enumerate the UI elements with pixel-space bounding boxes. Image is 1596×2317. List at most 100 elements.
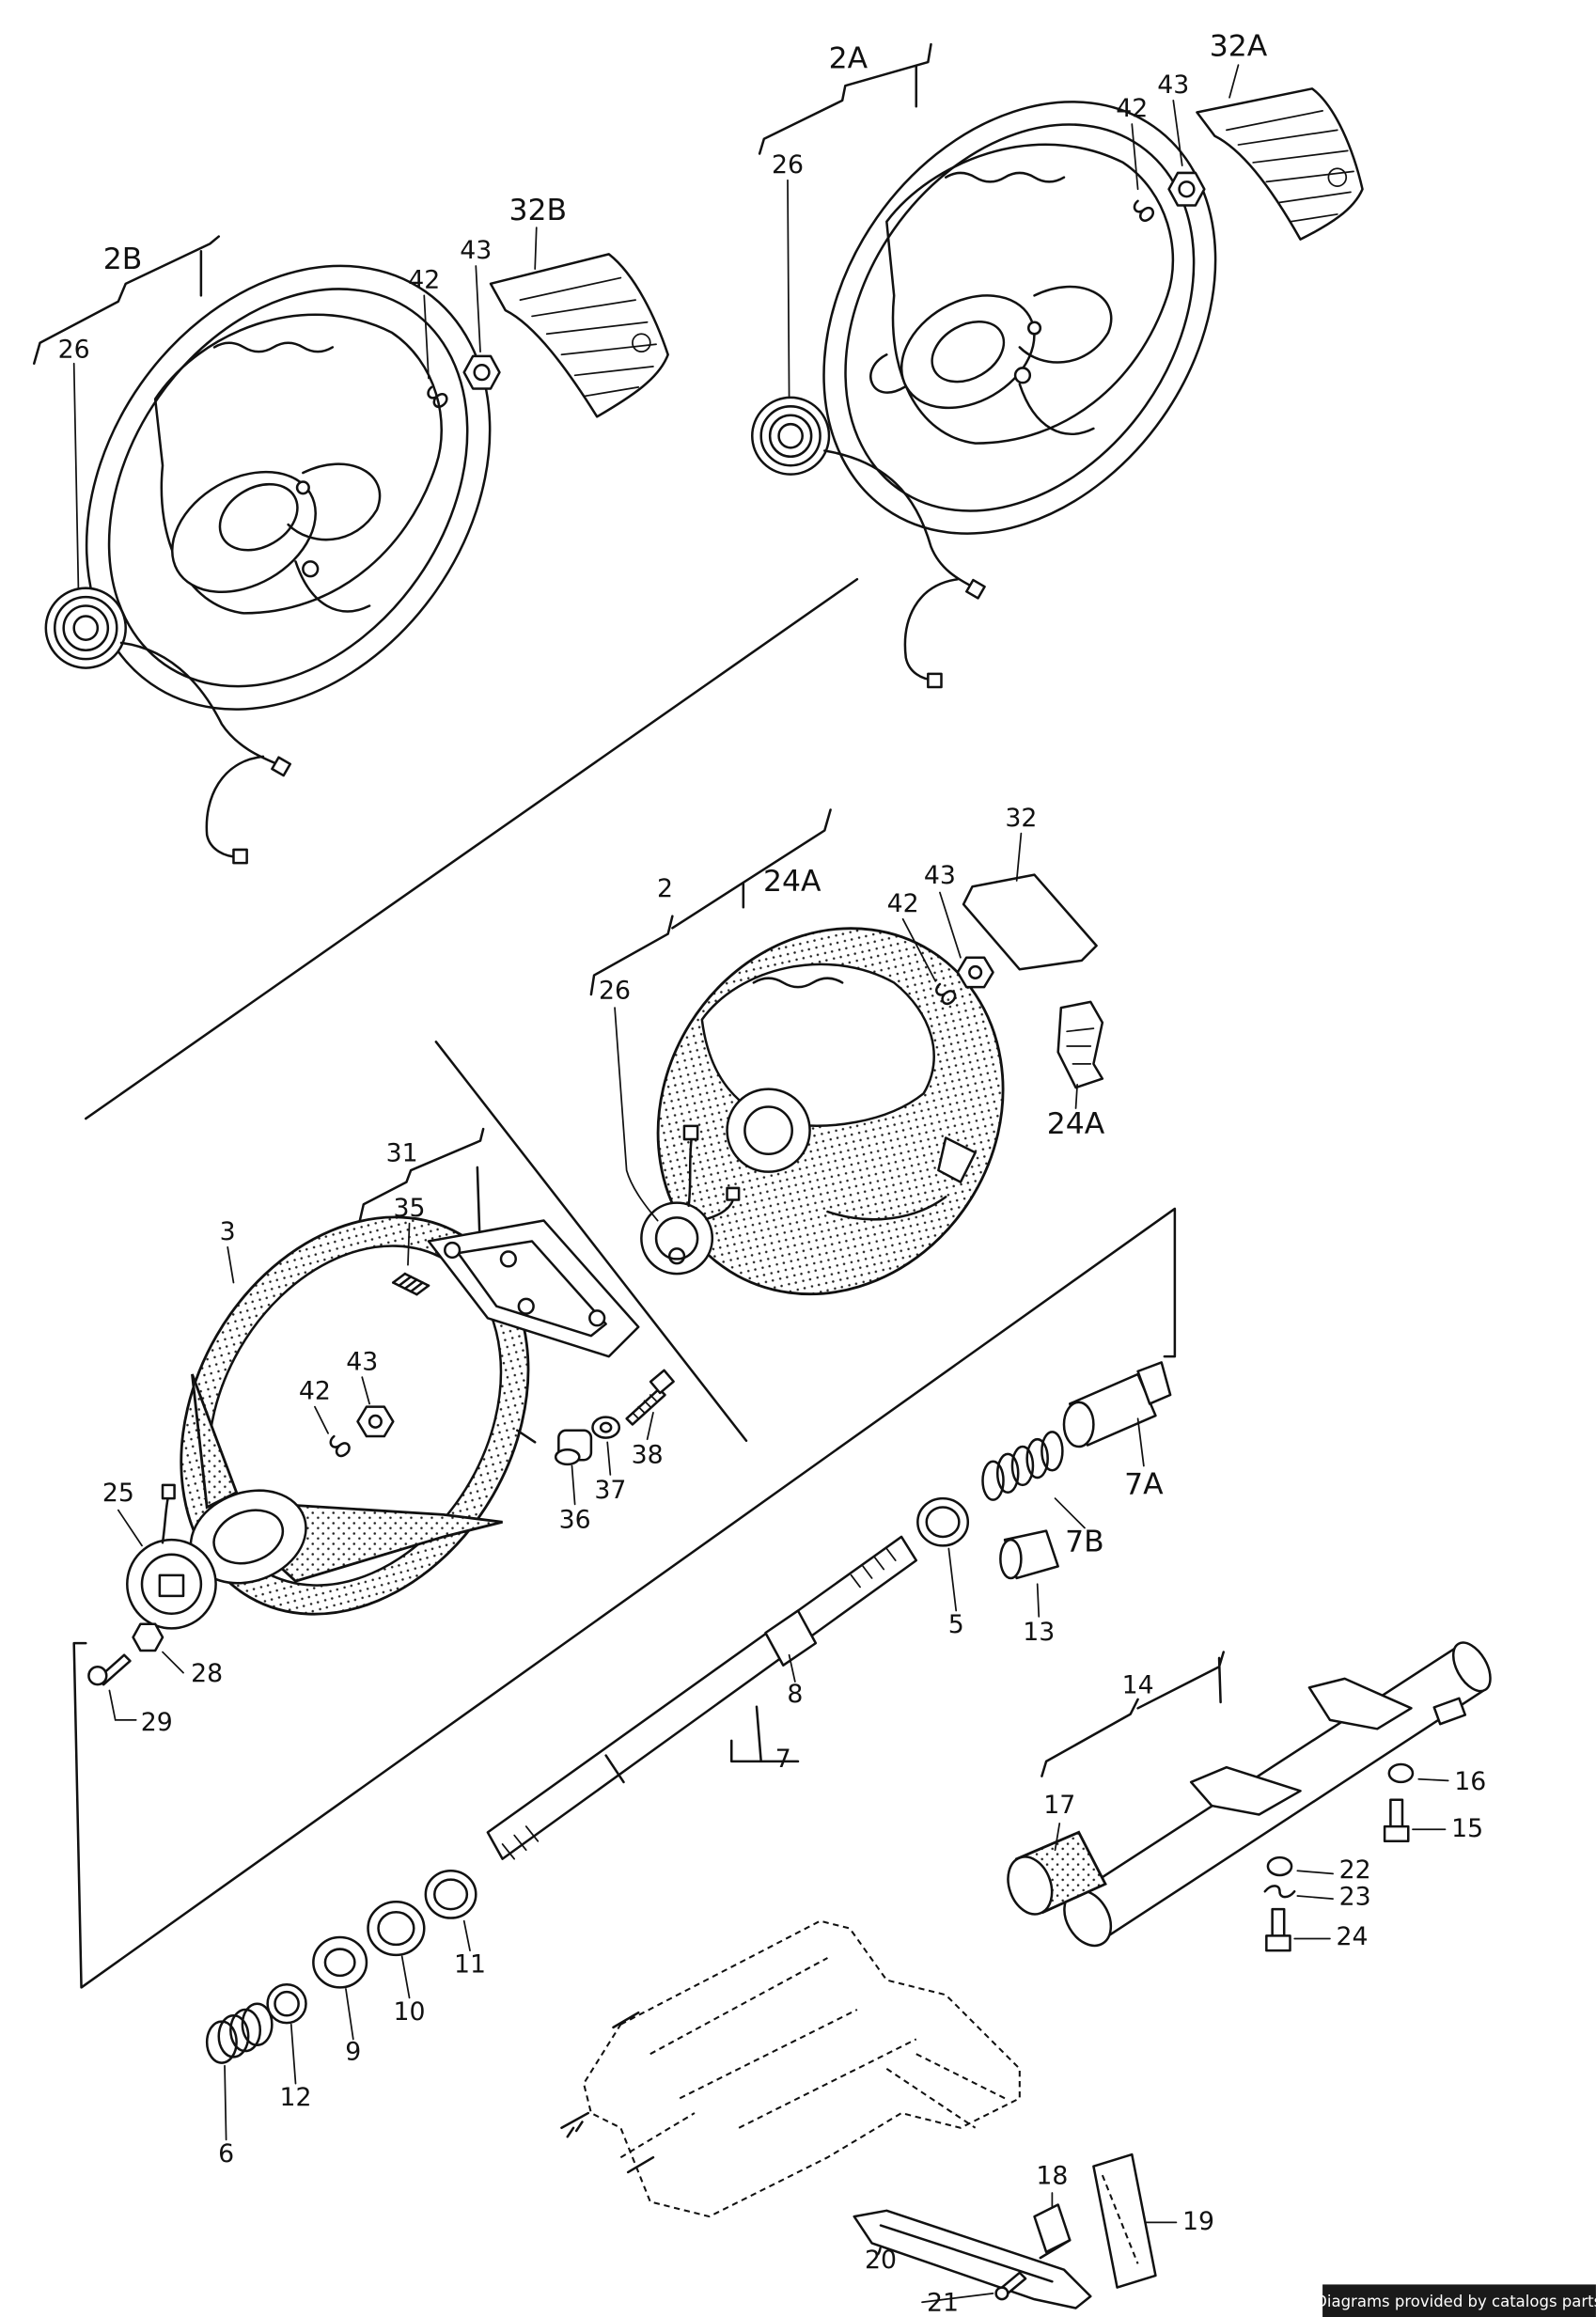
callout-26: 26 — [58, 335, 90, 364]
screw-21 — [994, 2271, 1027, 2301]
callout-12: 12 — [279, 2083, 311, 2112]
nut-43-top-left — [462, 354, 501, 390]
horn-pad-32 — [962, 873, 1098, 971]
callout-25: 25 — [102, 1479, 134, 1508]
steering-wheel-2b — [32, 235, 492, 711]
steering-wheel-3 — [180, 1127, 530, 1616]
leader-lines — [72, 64, 1449, 2304]
column-tube-14 — [1041, 1641, 1492, 1948]
circlip-42-top-left — [427, 385, 448, 409]
footer-credit: Diagrams provided by catalogs parts — [1315, 2284, 1596, 2317]
callout-11: 11 — [454, 1950, 486, 1980]
callout-labels: 2A 32A 42 43 26 2B 32B 42 43 26 2 24A 32… — [58, 30, 1487, 2317]
clock-spring-26-top-left — [44, 587, 291, 865]
callout-42: 42 — [408, 266, 440, 295]
bolt-24 — [1265, 1907, 1291, 1952]
hub-plate-31 — [427, 1219, 640, 1358]
footer-credit-text: Diagrams provided by catalogs parts — [1315, 2293, 1596, 2310]
nut-43-middle — [956, 956, 994, 989]
callout-28: 28 — [191, 1659, 223, 1688]
spring-7b — [981, 1431, 1064, 1501]
washer-16 — [1387, 1762, 1415, 1784]
callout-24: 24 — [1337, 1922, 1369, 1951]
clock-spring-25 — [126, 1483, 217, 1630]
mounting-bracket-outline — [560, 1919, 1021, 2218]
callout-24a: 24A — [1047, 1107, 1105, 1141]
callout-7: 7 — [775, 1745, 791, 1774]
callout-35: 35 — [394, 1194, 426, 1223]
callout-5: 5 — [948, 1610, 964, 1639]
callout-17: 17 — [1043, 1791, 1075, 1820]
callout-7a: 7A — [1124, 1467, 1164, 1501]
ring-9 — [312, 1935, 368, 1989]
trim-20 — [853, 2209, 1092, 2309]
callout-21: 21 — [927, 2289, 959, 2317]
steering-wheel-24a — [589, 808, 1005, 1296]
callout-31: 31 — [386, 1139, 418, 1168]
circlip-42-wheel-3 — [329, 1434, 351, 1458]
clock-spring-26-top-right — [751, 396, 986, 689]
horn-pad-32a — [1196, 87, 1364, 241]
callout-6: 6 — [218, 2139, 234, 2168]
horn-pad-32b — [489, 253, 669, 418]
spring-35 — [391, 1272, 430, 1296]
callout-2a: 2A — [829, 41, 868, 75]
callout-20: 20 — [865, 2246, 897, 2275]
callout-32: 32 — [1005, 804, 1037, 833]
bearing-10 — [367, 1900, 426, 1957]
nut-43-wheel-3 — [356, 1405, 395, 1438]
washer-37 — [591, 1416, 621, 1439]
callout-32a: 32A — [1210, 30, 1268, 64]
bolt-15 — [1383, 1798, 1410, 1843]
callout-2b: 2B — [103, 243, 143, 276]
callout-26: 26 — [772, 150, 804, 180]
callout-29: 29 — [141, 1708, 173, 1737]
sleeve-13 — [999, 1529, 1059, 1580]
callout-42: 42 — [1116, 94, 1148, 123]
callout-14: 14 — [1122, 1671, 1154, 1700]
callout-38: 38 — [632, 1440, 664, 1469]
bolt-29 — [87, 1653, 132, 1686]
callout-3: 3 — [220, 1217, 236, 1246]
callout-42: 42 — [887, 889, 919, 918]
callout-32b: 32B — [509, 194, 568, 227]
callout-16: 16 — [1454, 1767, 1486, 1796]
callout-43: 43 — [924, 861, 956, 890]
spring-6 — [205, 2002, 274, 2064]
callout-23: 23 — [1339, 1882, 1371, 1911]
bearing-11 — [424, 1869, 477, 1919]
circlip-23 — [1263, 1885, 1296, 1899]
callout-18: 18 — [1036, 2162, 1068, 2191]
callout-19: 19 — [1182, 2207, 1214, 2236]
callout-42: 42 — [299, 1377, 331, 1406]
coupling-7a — [1062, 1361, 1172, 1448]
callout-43: 43 — [1157, 70, 1189, 100]
callout-43: 43 — [346, 1347, 378, 1376]
callout-9: 9 — [345, 2037, 361, 2066]
sleeve-17 — [1007, 1830, 1107, 1916]
steering-shaft-7 — [486, 1535, 918, 1860]
steering-wheel-2a — [758, 42, 1217, 535]
callout-26: 26 — [599, 977, 631, 1006]
bush-36 — [516, 1429, 593, 1466]
cover-19 — [1092, 2153, 1157, 2289]
callout-7b: 7B — [1065, 1526, 1104, 1559]
emblem-24a — [1056, 1000, 1104, 1089]
clip-18 — [1033, 2203, 1072, 2260]
section-lines — [72, 577, 1177, 1989]
washer-22 — [1266, 1855, 1293, 1877]
nut-43-top-right — [1167, 171, 1206, 207]
bolt-38 — [625, 1369, 675, 1426]
callout-37: 37 — [594, 1476, 626, 1505]
ring-12 — [266, 1983, 307, 2025]
washer-28 — [132, 1622, 164, 1652]
circlip-42-middle — [935, 982, 957, 1006]
callout-10: 10 — [394, 1997, 426, 2027]
callout-22: 22 — [1339, 1855, 1371, 1885]
bearing-ring-5 — [916, 1496, 970, 1547]
callout-43: 43 — [460, 236, 492, 265]
clock-spring-26-middle — [640, 1124, 741, 1276]
callout-8: 8 — [787, 1680, 803, 1709]
callout-13: 13 — [1023, 1618, 1055, 1647]
